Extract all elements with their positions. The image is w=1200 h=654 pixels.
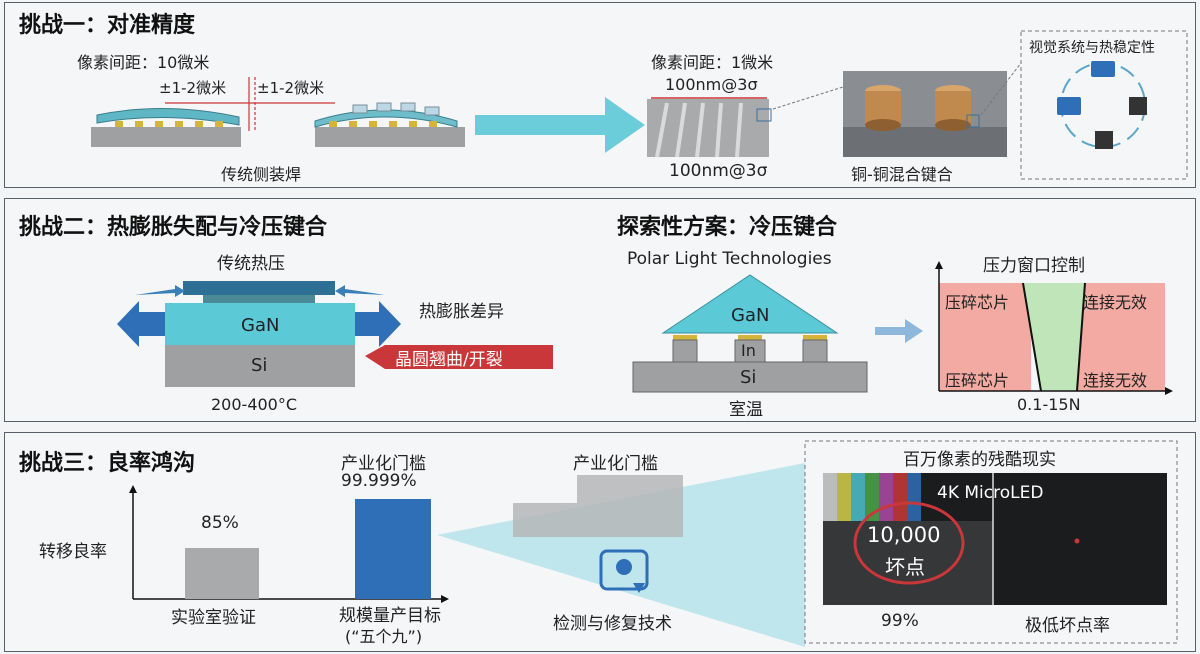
temp-label: 200-400°C	[211, 395, 298, 414]
expand-arrow-left	[117, 301, 165, 347]
invalid-top-label: 连接无效	[1083, 293, 1148, 312]
si-base-cold	[632, 361, 868, 393]
low-defect-label: 极低坏点率	[1025, 616, 1110, 636]
invalid-bottom-label: 连接无效	[1083, 371, 1148, 390]
gan-triangle	[661, 274, 839, 334]
expand-arrow-right	[355, 301, 401, 347]
pixel-pads-right	[352, 102, 440, 116]
monitor-icon	[1057, 97, 1081, 115]
precision-bottom-label: 100nm@3σ	[669, 161, 768, 181]
process-window	[1023, 283, 1085, 391]
warp-label: 晶圆翘曲/开裂	[395, 350, 503, 370]
warp-banner	[365, 345, 553, 369]
invalid-zone	[1077, 283, 1165, 391]
gan-label: GaN	[241, 315, 280, 336]
pitch-10um-label: 像素间距：10微米	[77, 53, 210, 72]
reality-title: 百万像素的残酷现实	[903, 450, 1056, 470]
in-label: In	[741, 341, 756, 360]
panel2-title: 挑战二：热膨胀失配与冷压键合	[19, 215, 328, 240]
yield-bar-1	[185, 548, 259, 599]
mismatch-label: 热膨胀差异	[419, 302, 504, 322]
arrow-in-left	[135, 285, 185, 297]
pct-99-label: 99%	[881, 611, 919, 631]
threshold-beam	[437, 463, 805, 647]
panel3-title: 挑战三：良率鸿沟	[19, 451, 196, 476]
pressure-window-title: 压力窗口控制	[983, 256, 1085, 276]
transition-arrow	[475, 97, 645, 153]
defect-dot	[1074, 538, 1080, 544]
traditional-bonding-caption: 传统侧装焊	[221, 165, 302, 184]
cu-cu-bonding-caption: 铜-铜混合键合	[851, 165, 953, 184]
chip-left	[96, 107, 240, 126]
tolerance-label-b: ±1-2微米	[257, 79, 325, 97]
panel2-explore-title: 探索性方案：冷压键合	[617, 215, 838, 240]
bar1-value-label: 85%	[201, 513, 239, 533]
arrow-in-right	[335, 285, 385, 297]
threshold-title: 产业化门槛	[341, 454, 426, 474]
sem-highlight	[756, 108, 772, 122]
bar2-category-sub: (“五个九”)	[345, 627, 423, 646]
bumps-right	[329, 121, 437, 127]
threshold-step	[513, 475, 683, 537]
yield-bar-2	[355, 499, 431, 599]
substrate-left	[91, 127, 241, 147]
y-axis-label: 转移良率	[39, 542, 107, 562]
defect-count: 10,000	[867, 523, 941, 547]
defect-highlight	[853, 501, 965, 585]
crush-bottom-label: 压碎芯片	[945, 371, 1010, 390]
panel-thermal: 挑战二：热膨胀失配与冷压键合 传统热压 200-400°C 热膨胀差异 探索性方…	[4, 198, 1196, 422]
panel-alignment: 挑战一：对准精度 像素间距：10微米 ±1-2微米 ±1-2微米 传统侧装焊 像…	[4, 2, 1196, 188]
force-range-label: 0.1-15N	[1017, 395, 1081, 414]
repair-icon	[599, 549, 649, 591]
hot-press-title: 传统热压	[217, 254, 285, 274]
vision-system-box	[1020, 30, 1188, 180]
pillar-left	[672, 339, 698, 363]
crush-zone	[939, 283, 1031, 391]
in-pad-center-top	[738, 335, 762, 340]
panel1-title: 挑战一：对准精度	[19, 13, 196, 38]
panel1-graphics	[91, 30, 1188, 180]
panel2-graphics	[117, 261, 1173, 395]
bar1-category-label: 实验室验证	[171, 608, 256, 628]
threshold-value: 99.999%	[341, 471, 417, 491]
chip-icon-2	[1095, 131, 1113, 149]
repair-label: 检测与修复技术	[553, 614, 672, 634]
tolerance-label-a: ±1-2微米	[159, 79, 227, 97]
gan-layer	[165, 303, 355, 345]
bumps-left	[115, 121, 223, 127]
company-label: Polar Light Technologies	[627, 249, 832, 269]
to-window-arrow	[875, 319, 923, 343]
defect-unit: 坏点	[885, 555, 925, 579]
chip-icon-1	[1129, 97, 1147, 115]
vision-system-title: 视觉系统与热稳定性	[1029, 40, 1155, 56]
si-label: Si	[251, 355, 268, 376]
room-temp-label: 室温	[729, 400, 763, 420]
camera-icon	[1091, 61, 1115, 77]
in-pad-right-top	[803, 335, 827, 340]
press-base	[203, 295, 315, 303]
substrate-right	[315, 127, 465, 147]
gan-label-cold: GaN	[731, 305, 770, 326]
screen-title: 4K MicroLED	[937, 483, 1044, 503]
crush-top-label: 压碎芯片	[945, 293, 1010, 312]
press-plate	[183, 281, 335, 295]
panel-yield: 挑战三：良率鸿沟 转移良率 产业化门槛 99.999% 85% 实验室验证 规模…	[4, 432, 1196, 652]
panel3-graphics	[129, 440, 1178, 647]
pillar-right	[802, 339, 828, 363]
reality-frame	[804, 440, 1178, 644]
sem-ridges	[655, 102, 743, 158]
si-label-cold: Si	[740, 367, 757, 388]
precision-top-label: 100nm@3σ	[665, 75, 758, 94]
pitch-1um-label: 像素间距：1微米	[651, 53, 774, 72]
bar2-category-label: 规模量产目标	[339, 606, 441, 626]
si-layer	[165, 345, 355, 387]
in-pad-left-top	[673, 335, 697, 340]
threshold-title-2: 产业化门槛	[573, 454, 658, 474]
